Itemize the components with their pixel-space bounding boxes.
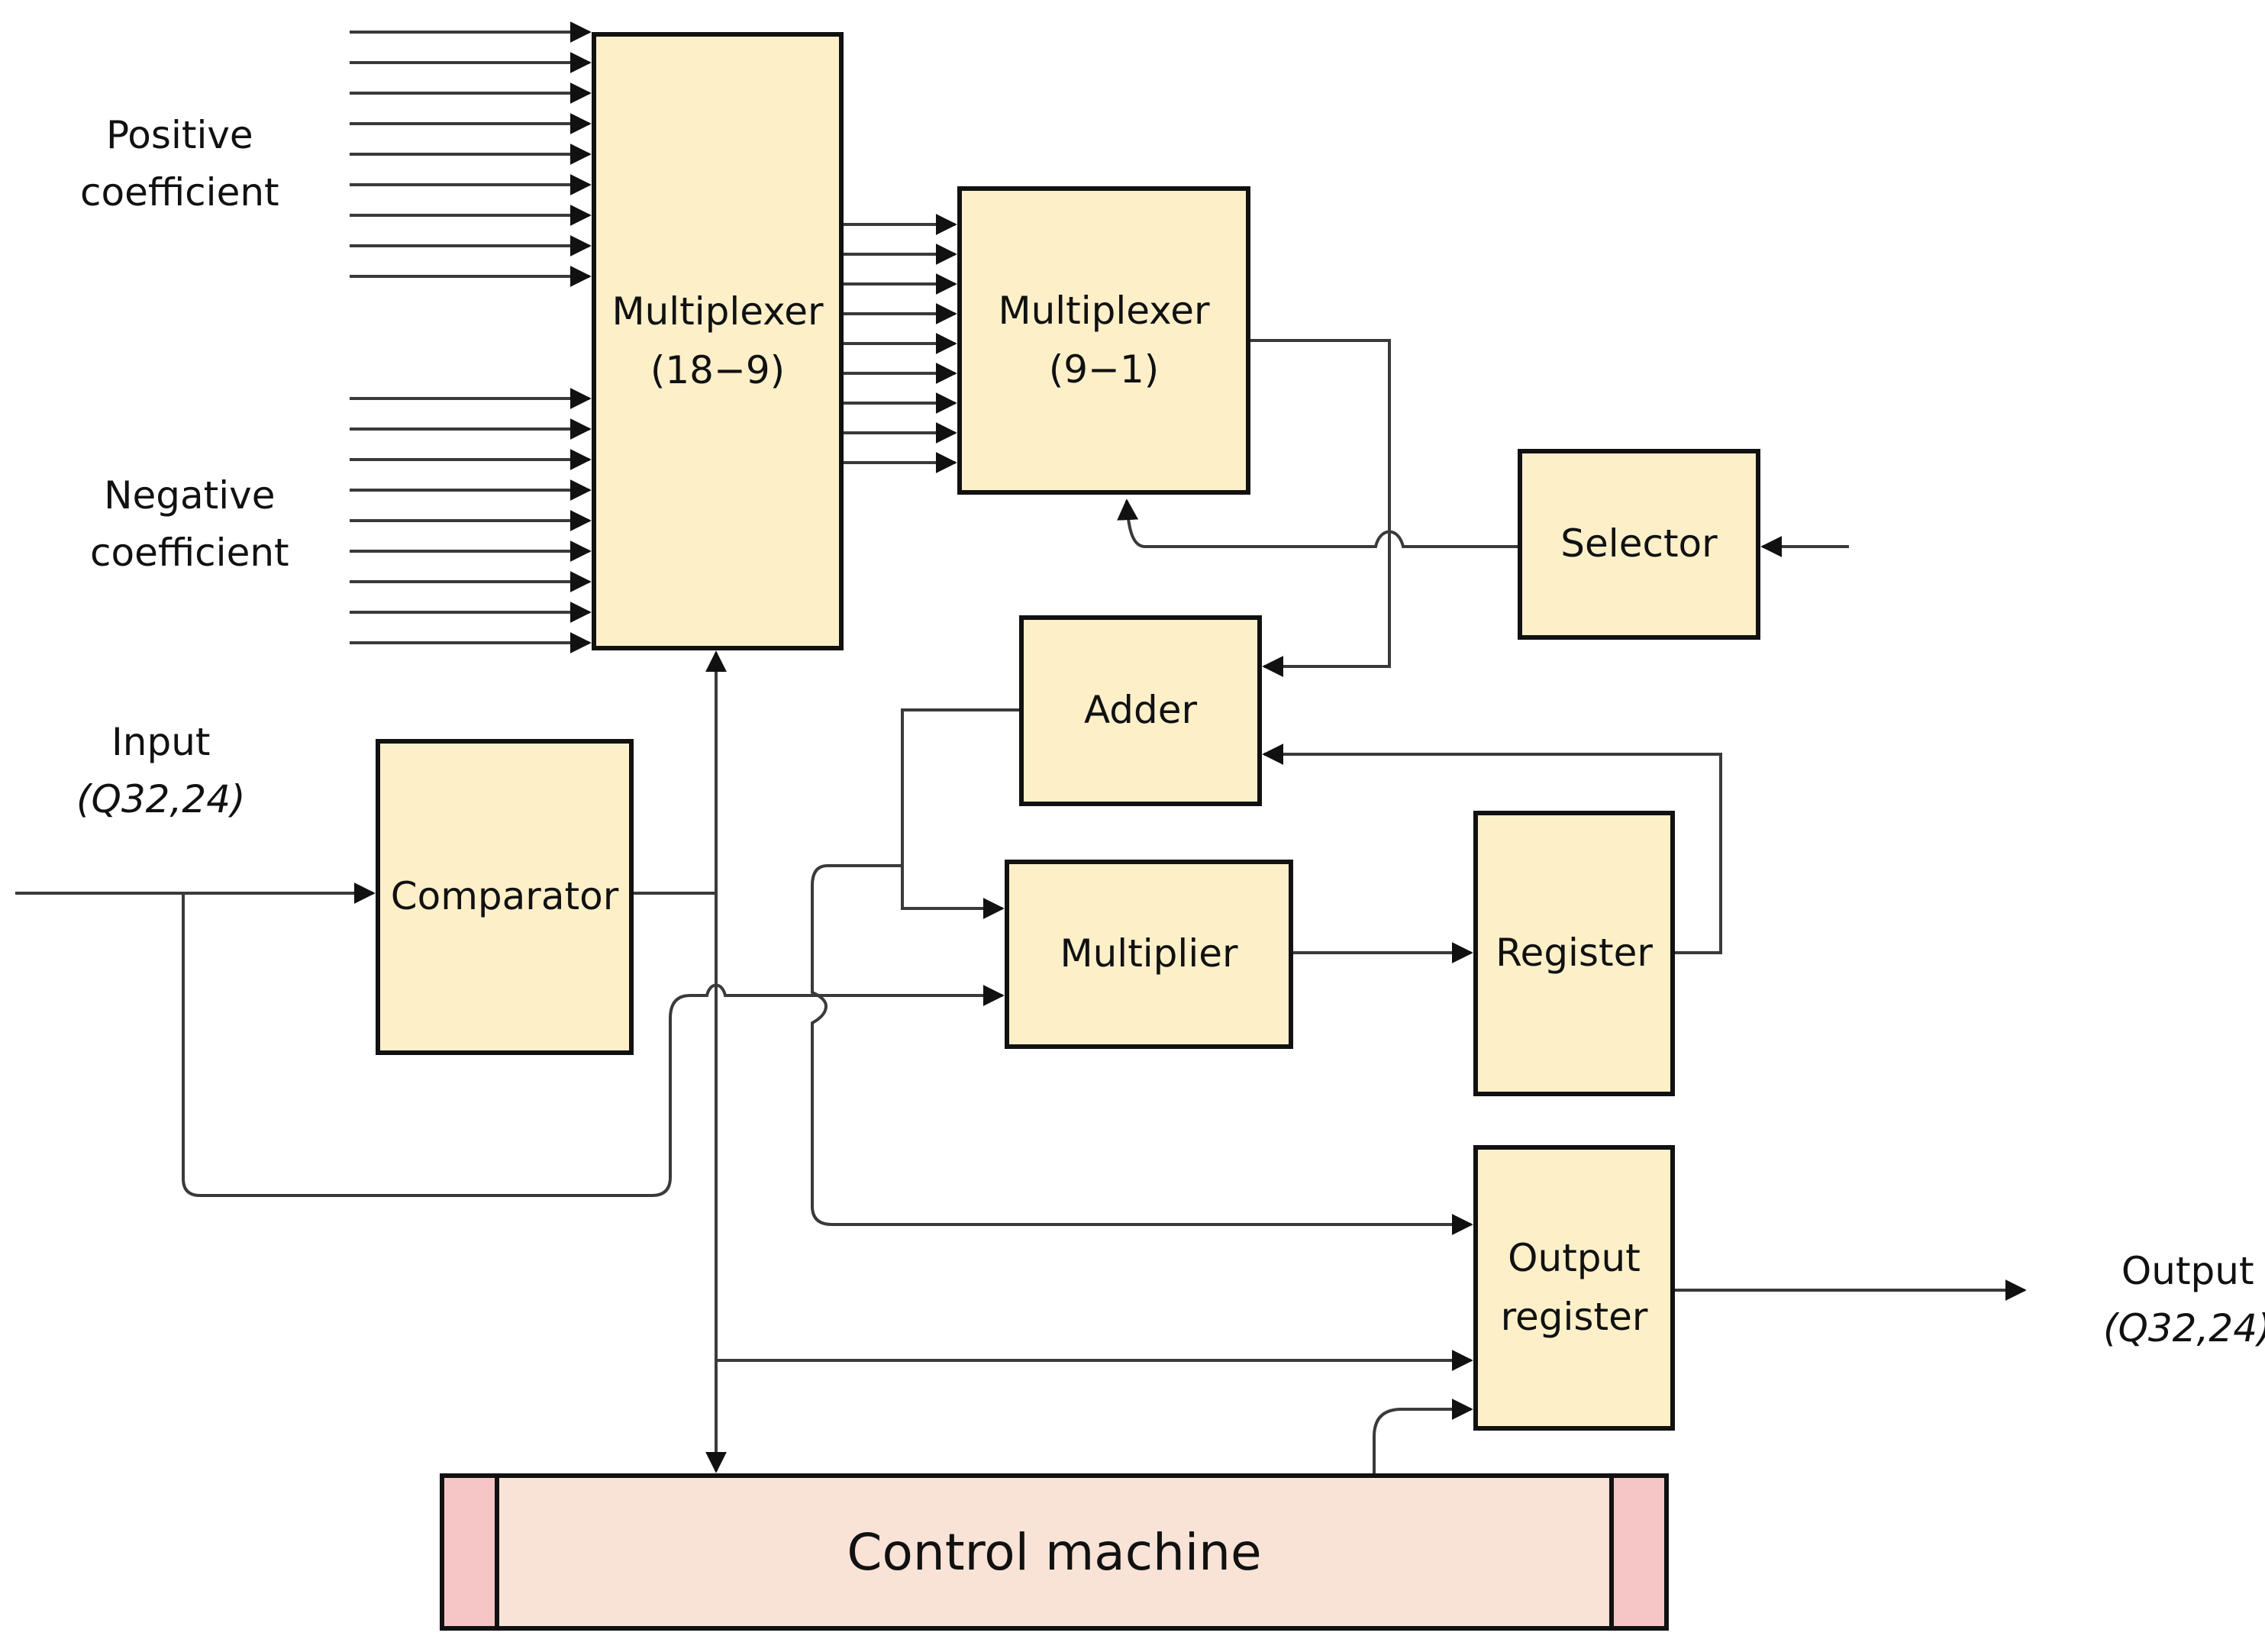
input-loop-line bbox=[182, 893, 1005, 1197]
output-label: Output (Q32,24) bbox=[2103, 1249, 2265, 1350]
mux-to-adder-line bbox=[1250, 339, 1391, 677]
control-machine-block: Control machine bbox=[440, 1473, 1669, 1631]
negative-coefficient-label: Negative coefficient bbox=[90, 473, 289, 575]
multiplier-block: Multiplier bbox=[1005, 860, 1293, 1049]
selector-block: Selector bbox=[1518, 449, 1760, 640]
input-label: Input (Q32,24) bbox=[76, 720, 246, 821]
control-machine-right-cap bbox=[1609, 1478, 1664, 1626]
comparator-block: Comparator bbox=[376, 739, 634, 1055]
positive-coefficient-label: Positive coefficient bbox=[80, 113, 279, 215]
multiplexer-18-9-detail: (18−9) bbox=[650, 348, 786, 392]
output-register-block: Output register bbox=[1473, 1145, 1675, 1431]
adder-to-multiplier-line bbox=[901, 708, 1019, 919]
multiplexer-9-1-name: Multiplexer bbox=[998, 288, 1210, 333]
control-machine-label: Control machine bbox=[847, 1522, 1262, 1582]
control-machine-left-cap bbox=[444, 1478, 499, 1626]
register-feedback-line bbox=[1262, 744, 1722, 954]
adder-branch-line bbox=[811, 864, 1473, 1235]
control-to-output-register-line bbox=[1373, 1399, 1473, 1473]
multiplexer-18-9-name: Multiplexer bbox=[611, 289, 824, 334]
selector-to-mux-line bbox=[1117, 499, 1518, 548]
multiplexer-18-9-block: Multiplexer (18−9) bbox=[592, 32, 844, 650]
adder-block: Adder bbox=[1019, 615, 1262, 806]
register-block: Register bbox=[1473, 811, 1675, 1096]
multiplexer-9-1-block: Multiplexer (9−1) bbox=[957, 186, 1250, 495]
multiplexer-9-1-detail: (9−1) bbox=[1048, 347, 1160, 392]
